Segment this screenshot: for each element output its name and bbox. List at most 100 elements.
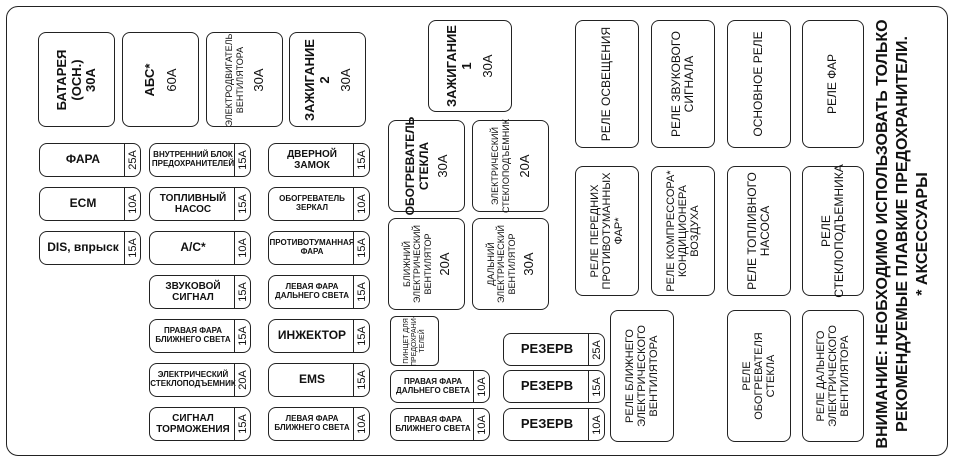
fuse-divider [473, 409, 474, 440]
fuse-label: EMS [298, 372, 325, 387]
fuse-amp: 15А [356, 238, 369, 258]
fuse-divider [234, 364, 235, 396]
relay-fuel-pump: РЕЛЕ ТОПЛИВНОГО НАСОСА [727, 166, 791, 296]
fuse-amp: 15А [356, 150, 369, 170]
fuse-divider [353, 276, 354, 308]
relay-label: РЕЛЕ ДАЛЬНЕГО ЭЛЕКТРИЧЕСКОГО ВЕНТИЛЯТОРА [814, 325, 852, 427]
fuse-amp: 20А [237, 370, 250, 390]
relay-front-fog: РЕЛЕ ПЕРЕДНИХ ПРОТИВОТУМАННЫХ ФАР* [575, 166, 639, 296]
fuse-divider [234, 144, 235, 176]
fuse-tweezers: ПИНЦЕТ ДЛЯ ПРЕДОХРАНИ- ТЕЛЕЙ [390, 316, 439, 366]
fuse-ignition2-amp: 30А [337, 67, 353, 92]
fuse-far-fan: ДАЛЬНИЙ ЭЛЕКТРИЧЕСКИЙ ВЕНТИЛЯТОР 30А [472, 218, 549, 310]
fuse-divider [588, 409, 589, 440]
fuse-ignition2: ЗАЖИГАНИЕ 2 30А [289, 32, 366, 127]
relay-label: РЕЛЕ ЗВУКОВОГО СИГНАЛА [668, 31, 696, 137]
fuse-spares-2: РЕЗЕРВ 10А [503, 408, 605, 441]
relay-window: РЕЛЕ СТЕКЛОПОДЪЕМНИКА [802, 164, 864, 298]
warning-line-2: РЕКОМЕНДУЕМЫЕ ПЛАВКИЕ ПРЕДОХРАНИТЕЛИ. [894, 36, 911, 432]
fuse-divider [234, 188, 235, 220]
fuse-col2-3: ЗВУКОВОЙ СИГНАЛ 15А [149, 275, 251, 309]
fuse-label: ЗВУКОВОЙ СИГНАЛ [165, 280, 221, 303]
fuse-label: ЛЕВАЯ ФАРА ДАЛЬНЕГО СВЕТА [275, 282, 349, 300]
fuse-ignition1-amp: 30А [480, 54, 496, 78]
fuse-battery-label: БАТАРЕЯ (ОСН.) 30А [53, 49, 98, 110]
fuse-abs-amp: 60А [163, 67, 179, 92]
relay-near-fan: РЕЛЕ БЛИЖНЕГО ЭЛЕКТРИЧЕСКОГО ВЕНТИЛЯТОРА [610, 310, 674, 442]
fuse-amp: 25А [127, 150, 140, 170]
relay-main: ОСНОВНОЕ РЕЛЕ [727, 20, 791, 148]
fuse-divider [473, 371, 474, 402]
relay-far-fan: РЕЛЕ ДАЛЬНЕГО ЭЛЕКТРИЧЕСКОГО ВЕНТИЛЯТОРА [802, 310, 864, 442]
fuse-divider [353, 408, 354, 440]
fuse-box-outline [6, 6, 948, 456]
fuse-amp: 15А [356, 282, 369, 302]
fuse-amp: 15А [237, 150, 250, 170]
fuse-col4-0: ПРАВАЯ ФАРА ДАЛЬНЕГО СВЕТА 10А [390, 370, 490, 403]
fuse-label: ТОПЛИВНЫЙ НАСОС [159, 192, 227, 215]
fuse-fan-motor-label: ЭЛЕКТРОДВИГАТЕЛЬ ВЕНТИЛЯТОРА [223, 33, 244, 126]
fuse-amp: 10А [591, 414, 604, 435]
fuse-near-fan-amp: 20А [436, 252, 452, 276]
warning-line-1: ВНИМАНИЕ: НЕОБХОДИМО ИСПОЛЬЗОВАТЬ ТОЛЬКО [874, 19, 891, 449]
fuse-label: ФАРА [65, 152, 101, 167]
fuse-divider [234, 232, 235, 264]
fuse-col2-2: A/C* 10А [149, 231, 251, 265]
fuse-label: РЕЗЕРВ [520, 416, 574, 432]
fuse-window-lifter: ЭЛЕКТРИЧЕСКИЙ СТЕКЛОПОДЪЕМНИК 20А [472, 119, 549, 213]
relay-label: РЕЛЕ БЛИЖНЕГО ЭЛЕКТРИЧЕСКОГО ВЕНТИЛЯТОРА [623, 325, 661, 427]
fuse-label: ЛЕВАЯ ФАРА БЛИЖНЕГО СВЕТА [274, 414, 350, 432]
fuse-divider [353, 144, 354, 176]
fuse-ignition2-label: ЗАЖИГАНИЕ 2 [301, 38, 331, 121]
relay-horn: РЕЛЕ ЗВУКОВОГО СИГНАЛА [651, 20, 715, 148]
relay-headlamp: РЕЛЕ ФАР [802, 20, 864, 148]
fuse-divider [124, 144, 125, 176]
fuse-divider [353, 320, 354, 352]
fuse-label: РЕЗЕРВ [520, 341, 574, 357]
fuse-fan-motor-amp: 30А [250, 67, 266, 92]
relay-label: РЕЛЕ КОМПРЕССОРА* КОНДИЦИОНЕРА ВОЗДУХА [664, 170, 702, 292]
warning-line-3: * АКСЕССУАРЫ [914, 172, 931, 296]
fuse-divider [124, 232, 125, 264]
fuse-label: ПРАВАЯ ФАРА БЛИЖНЕГО СВЕТА [395, 414, 471, 433]
fuse-amp: 10А [127, 194, 140, 214]
fuse-amp: 15А [237, 282, 250, 302]
relay-label: РЕЛЕ ТОПЛИВНОГО НАСОСА [744, 172, 772, 290]
relay-label: РЕЛЕ ПЕРЕДНИХ ПРОТИВОТУМАННЫХ ФАР* [588, 172, 626, 290]
fuse-tweezers-label: ПИНЦЕТ ДЛЯ ПРЕДОХРАНИ- ТЕЛЕЙ [402, 315, 426, 367]
fuse-abs: АБС* 60А [122, 32, 199, 127]
warning-note: ВНИМАНИЕ: НЕОБХОДИМО ИСПОЛЬЗОВАТЬ ТОЛЬКО… [862, 14, 944, 454]
fuse-label: РЕЗЕРВ [520, 378, 574, 394]
fuse-divider [353, 188, 354, 220]
fuse-amp: 15А [356, 326, 369, 346]
fuse-amp: 10А [237, 238, 250, 258]
fuse-label: ECM [69, 196, 97, 211]
fuse-near-fan-label: БЛИЖНИЙ ЭЛЕКТРИЧЕСКИЙ ВЕНТИЛЯТОР [401, 225, 433, 303]
fuse-label: ПРОТИВОТУМАННАЯ ФАРА [269, 238, 355, 256]
relay-label: РЕЛЕ ФАР [825, 53, 840, 115]
fuse-divider [353, 364, 354, 396]
fuse-col1-0: ФАРА 25А [39, 143, 141, 177]
fuse-amp: 10А [356, 414, 369, 434]
fuse-amp: 25А [591, 339, 604, 360]
fuse-amp: 10А [476, 376, 489, 397]
fuse-ignition1-label: ЗАЖИГАНИЕ 1 [443, 25, 474, 107]
relay-label: РЕЛЕ ОСВЕЩЕНИЯ [599, 26, 614, 142]
relay-glass-heater: РЕЛЕ ОБОГРЕВАТЕЛЯ СТЕКЛА [727, 310, 791, 442]
fuse-label: ПРАВАЯ ФАРА ДАЛЬНЕГО СВЕТА [396, 376, 470, 395]
fuse-far-fan-amp: 30А [520, 252, 536, 276]
fuse-divider [234, 276, 235, 308]
fuse-amp: 15А [591, 376, 604, 397]
fuse-amp: 15А [237, 326, 250, 346]
relay-compressor: РЕЛЕ КОМПРЕССОРА* КОНДИЦИОНЕРА ВОЗДУХА [651, 166, 715, 296]
fuse-col1-1: ECM 10А [39, 187, 141, 221]
fuse-window-lifter-amp: 20А [516, 154, 532, 178]
fuse-amp: 15А [127, 238, 140, 258]
relay-label: РЕЛЕ СТЕКЛОПОДЪЕМНИКА [818, 164, 846, 298]
fuse-label: A/C* [180, 240, 206, 255]
